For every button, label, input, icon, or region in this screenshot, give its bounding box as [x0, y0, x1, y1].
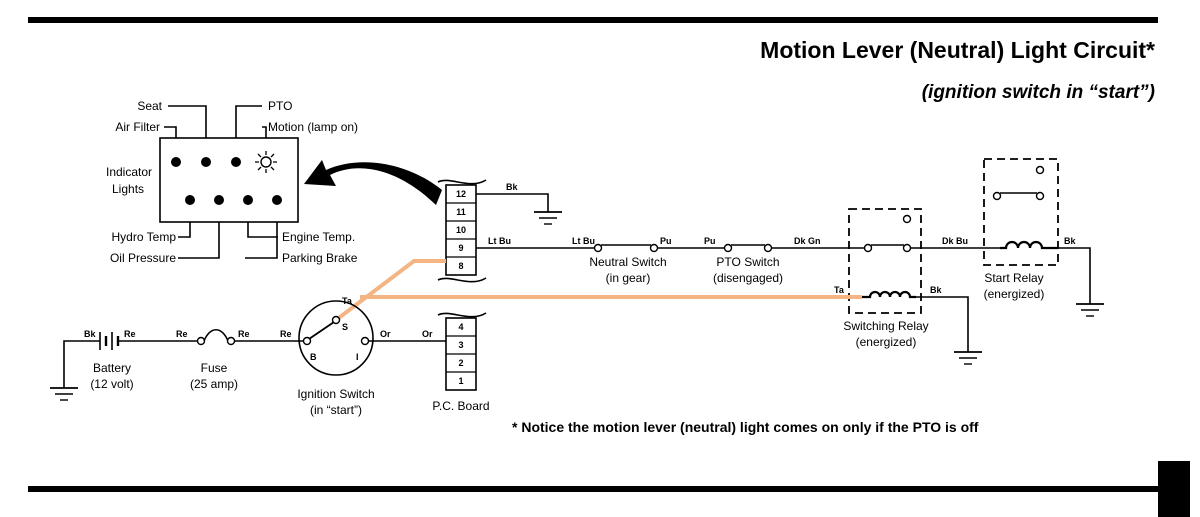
ignition-switch: [298, 300, 374, 376]
neutral-switch-state: (in gear): [606, 271, 651, 285]
wire-bk-start-relay: Bk: [1064, 236, 1076, 246]
neutral-switch-label: Neutral Switch: [589, 255, 666, 269]
fuse: [196, 328, 304, 346]
fuse-rating: (25 amp): [190, 377, 238, 391]
ignition-switch-label: Ignition Switch: [297, 387, 374, 401]
engine-temp-label: Engine Temp.: [282, 230, 355, 244]
footnote: * Notice the motion lever (neutral) ligh…: [512, 419, 979, 435]
side-tab: [1158, 461, 1190, 517]
diagram-subtitle: (ignition switch in “start”): [922, 82, 1155, 103]
wire-bk-pin12: Bk: [506, 182, 518, 192]
motion-lamp-label: Motion (lamp on): [268, 120, 358, 134]
start-relay: [983, 158, 1059, 266]
wire-ta-relay: Ta: [834, 285, 845, 295]
wire-re-ignition: Re: [280, 329, 292, 339]
pto-switch-state: (disengaged): [713, 271, 783, 285]
pc-board-label: P.C. Board: [432, 399, 489, 413]
fuse-label: Fuse: [201, 361, 228, 375]
switching-relay-label: Switching Relay: [843, 319, 928, 333]
diagram-title: Motion Lever (Neutral) Light Circuit*: [760, 37, 1155, 63]
oil-pressure-lamp: [214, 195, 224, 205]
pin12-ground-wire: [476, 193, 549, 212]
pc-board-pin-1: 1: [458, 376, 463, 386]
ignition-switch-state: (in “start”): [310, 403, 362, 417]
wire-or-pc-board: Or: [422, 329, 433, 339]
pto-lamp: [231, 157, 241, 167]
indicator-label-line2: Lights: [112, 182, 144, 196]
wire-re-battery: Re: [124, 329, 136, 339]
pto-switch: [723, 243, 773, 253]
wire-ta-ignition: Ta: [342, 296, 353, 306]
ground-symbol-icon: [1076, 303, 1104, 317]
pto-switch-label: PTO Switch: [716, 255, 779, 269]
wire-pu-2: Pu: [704, 236, 716, 246]
highlighted-ta-wire: [334, 259, 446, 322]
indicator-lights-panel: [159, 105, 299, 259]
pc-board-pin-3: 3: [458, 340, 463, 350]
seat-label: Seat: [137, 99, 162, 113]
parking-brake-lamp: [272, 195, 282, 205]
seat-lamp: [171, 157, 181, 167]
wire-re-fuse-out: Re: [238, 329, 250, 339]
hydro-temp-label: Hydro Temp: [112, 230, 177, 244]
pc-board-pin-2: 2: [458, 358, 463, 368]
connector-pin-8: 8: [458, 261, 463, 271]
curved-arrow-icon: [304, 160, 442, 205]
ground-symbol-icon: [954, 351, 982, 365]
parking-brake-label: Parking Brake: [282, 251, 358, 265]
wire-bk-switching-relay: Bk: [930, 285, 942, 295]
bottom-rule: [28, 486, 1158, 492]
hydro-temp-lamp: [185, 195, 195, 205]
wire-dk-gn: Dk Gn: [794, 236, 821, 246]
connector-pin-12: 12: [456, 189, 466, 199]
wire-bk-battery: Bk: [84, 329, 96, 339]
air-filter-lamp: [201, 157, 211, 167]
battery-label: Battery: [93, 361, 131, 375]
start-relay-label: Start Relay: [984, 271, 1043, 285]
indicator-label-line1: Indicator: [106, 165, 152, 179]
connector-pin-9: 9: [458, 243, 463, 253]
oil-pressure-label: Oil Pressure: [110, 251, 176, 265]
wire-lt-bu-2: Lt Bu: [572, 236, 595, 246]
pc-board-pin-4: 4: [458, 322, 463, 332]
wire-pu-1: Pu: [660, 236, 672, 246]
wire-dk-bu: Dk Bu: [942, 236, 968, 246]
wire-or-ignition: Or: [380, 329, 391, 339]
air-filter-label: Air Filter: [115, 120, 160, 134]
pto-label: PTO: [268, 99, 292, 113]
battery: [63, 332, 198, 388]
lower-connector: [437, 312, 487, 391]
upper-connector: [437, 179, 487, 283]
ignition-terminal-s: S: [342, 322, 348, 332]
connector-pin-10: 10: [456, 225, 466, 235]
start-relay-state: (energized): [984, 287, 1045, 301]
neutral-switch: [593, 243, 659, 253]
ignition-terminal-b: B: [310, 352, 317, 362]
switching-relay: [848, 208, 922, 314]
ignition-terminal-i: I: [356, 352, 359, 362]
ground-symbol-icon: [534, 211, 562, 225]
engine-temp-lamp: [243, 195, 253, 205]
ground-symbol-icon: [50, 387, 78, 401]
top-rule: [28, 17, 1158, 23]
wire-lt-bu-1: Lt Bu: [488, 236, 511, 246]
connector-pin-11: 11: [456, 207, 466, 217]
battery-rating: (12 volt): [90, 377, 133, 391]
wire-re-fuse-in: Re: [176, 329, 188, 339]
motion-lamp-on-icon: [255, 151, 277, 173]
switching-relay-state: (energized): [856, 335, 917, 349]
